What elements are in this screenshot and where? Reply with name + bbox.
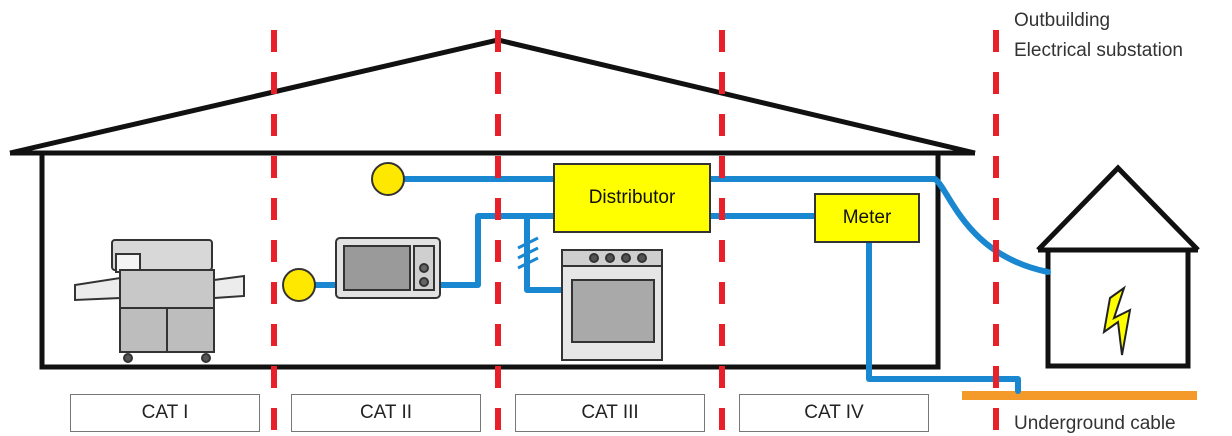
wiring	[308, 176, 1051, 394]
underground-cable-line	[962, 391, 1197, 400]
wire-meter-to-cable	[866, 239, 1021, 394]
house-body	[39, 150, 941, 370]
wire-stove	[524, 213, 569, 293]
distributor-label: Distributor	[588, 187, 676, 208]
outlet-circle-left	[282, 268, 316, 302]
three-phase-mark	[517, 236, 539, 270]
meter-box: Meter	[814, 193, 920, 243]
cat-iii-box: CAT III	[515, 394, 705, 432]
cat-ii-box: CAT II	[291, 394, 481, 432]
wire-to-substation-curve	[932, 176, 1051, 275]
substation-label: Electrical substation	[1014, 40, 1183, 61]
cat-iv-box: CAT IV	[739, 394, 929, 432]
wire-microwave	[433, 213, 559, 288]
outbuilding-label: Outbuilding	[1014, 10, 1111, 31]
lightning-icon	[1102, 285, 1132, 356]
house-roof	[9, 37, 976, 156]
microwave-icon	[335, 237, 441, 299]
underground-cable-label: Underground cable	[1014, 413, 1176, 434]
category-dividers	[271, 30, 999, 434]
cat-i-box: CAT I	[70, 394, 260, 432]
outlet-circle-top	[371, 162, 405, 196]
meter-label: Meter	[842, 207, 892, 228]
photocopier-icon	[74, 239, 245, 363]
outbuilding-substation	[1036, 164, 1200, 369]
distributor-box: Distributor	[553, 163, 711, 233]
stove-icon	[561, 249, 663, 361]
